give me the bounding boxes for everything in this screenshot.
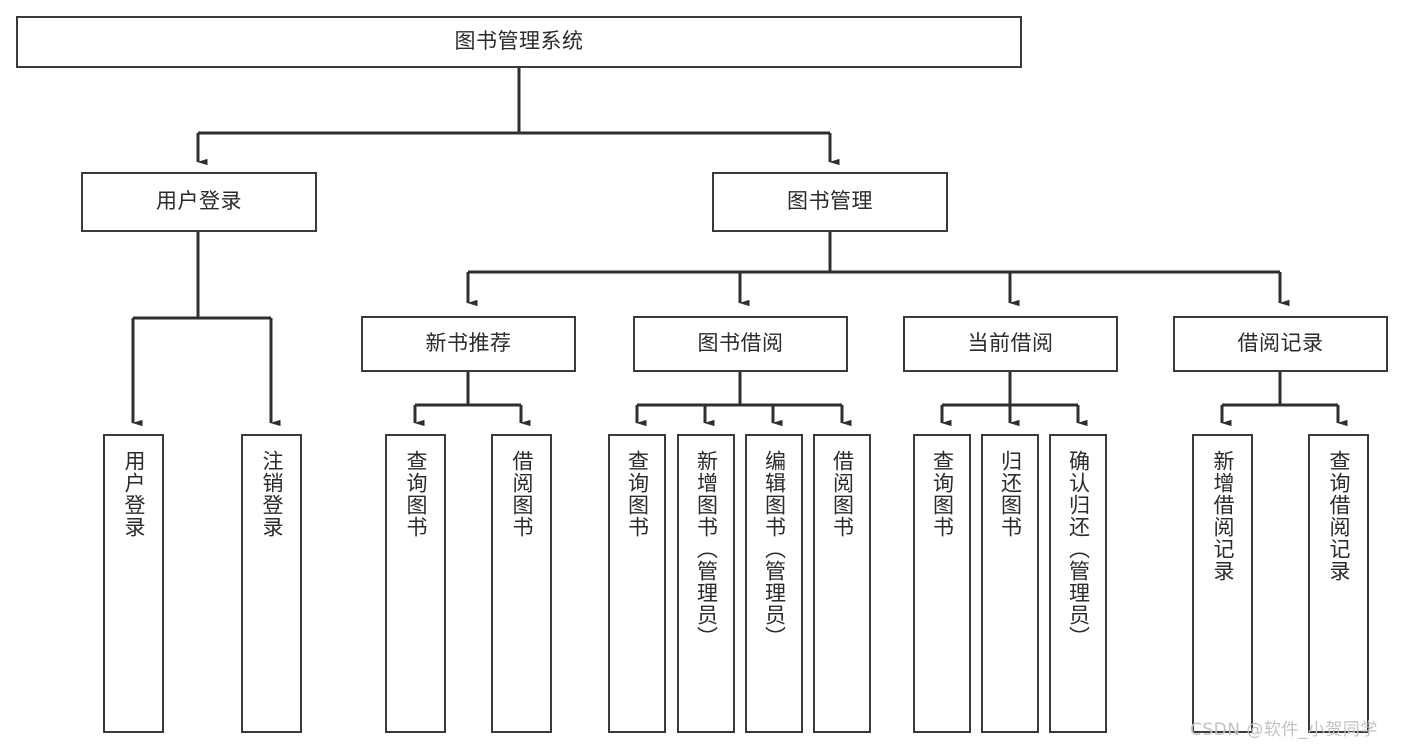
node-book-manage-label: 图书管理 (787, 189, 873, 214)
node-book-borrow-label: 图书借阅 (697, 331, 784, 356)
leaf-query-book-1[interactable]: 查询图书 (385, 434, 446, 733)
node-new-book-rec[interactable]: 新书推荐 (361, 316, 576, 372)
node-root-label: 图书管理系统 (454, 29, 584, 54)
leaf-edit-book-label: 编辑图书（管理员） (762, 450, 787, 648)
node-borrow-record[interactable]: 借阅记录 (1173, 316, 1388, 372)
leaf-edit-book[interactable]: 编辑图书（管理员） (745, 434, 803, 733)
leaf-query-book-3[interactable]: 查询图书 (913, 434, 971, 733)
leaf-return-book-label: 归还图书 (998, 450, 1023, 538)
node-root[interactable]: 图书管理系统 (16, 16, 1022, 68)
leaf-add-record[interactable]: 新增借阅记录 (1192, 434, 1253, 733)
node-current-borrow-label: 当前借阅 (967, 331, 1054, 356)
leaf-confirm-return-label: 确认归还（管理员） (1066, 450, 1091, 648)
node-book-manage[interactable]: 图书管理 (712, 172, 948, 232)
node-book-borrow[interactable]: 图书借阅 (633, 316, 848, 372)
leaf-query-book-1-label: 查询图书 (403, 450, 428, 538)
leaf-borrow-book-2[interactable]: 借阅图书 (813, 434, 871, 733)
leaf-add-record-label: 新增借阅记录 (1210, 450, 1235, 582)
node-user-login-label: 用户登录 (156, 189, 242, 214)
node-current-borrow[interactable]: 当前借阅 (903, 316, 1118, 372)
leaf-add-book[interactable]: 新增图书（管理员） (677, 434, 735, 733)
leaf-user-login-label: 用户登录 (121, 450, 146, 538)
leaf-logout-label: 注销登录 (259, 450, 284, 538)
leaf-query-record[interactable]: 查询借阅记录 (1308, 434, 1369, 733)
leaf-query-book-3-label: 查询图书 (930, 450, 955, 538)
csdn-watermark: CSDN @软件_小贺同学 (1190, 720, 1378, 740)
leaf-borrow-book-1[interactable]: 借阅图书 (491, 434, 552, 733)
node-borrow-record-label: 借阅记录 (1237, 331, 1324, 356)
leaf-query-record-label: 查询借阅记录 (1326, 450, 1351, 582)
node-user-login[interactable]: 用户登录 (81, 172, 317, 232)
leaf-confirm-return[interactable]: 确认归还（管理员） (1049, 434, 1107, 733)
leaf-return-book[interactable]: 归还图书 (981, 434, 1039, 733)
leaf-add-book-label: 新增图书（管理员） (694, 450, 719, 648)
leaf-logout[interactable]: 注销登录 (241, 434, 302, 733)
leaf-borrow-book-2-label: 借阅图书 (830, 450, 855, 538)
leaf-query-book-2[interactable]: 查询图书 (608, 434, 666, 733)
node-new-book-rec-label: 新书推荐 (425, 331, 512, 356)
leaf-borrow-book-1-label: 借阅图书 (509, 450, 534, 538)
leaf-user-login[interactable]: 用户登录 (103, 434, 164, 733)
leaf-query-book-2-label: 查询图书 (625, 450, 650, 538)
